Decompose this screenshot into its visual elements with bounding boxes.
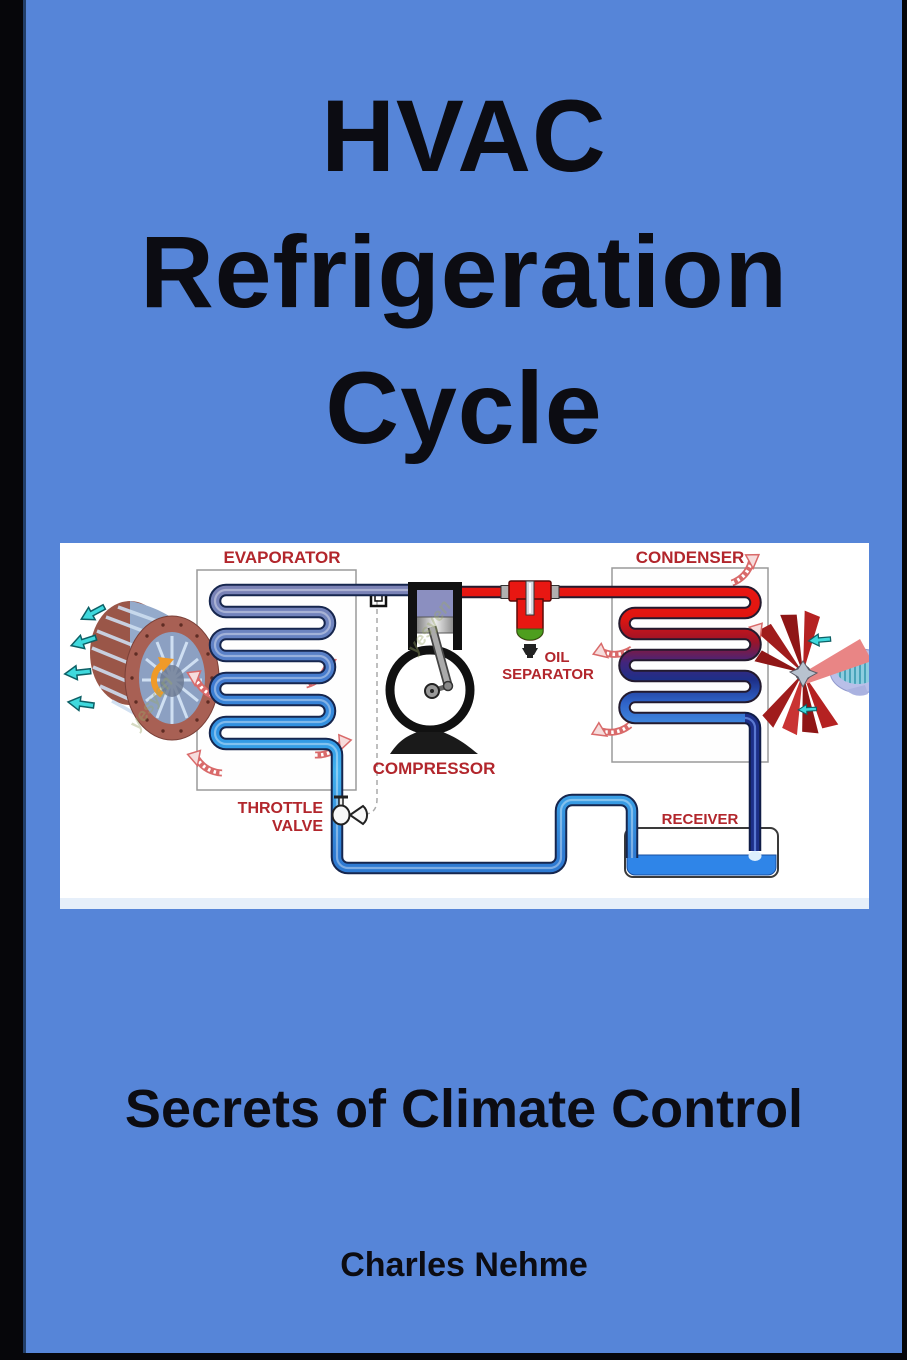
suction-line-fitting xyxy=(369,596,388,608)
book-title: HVAC Refrigeration Cycle xyxy=(26,68,902,476)
condenser-box xyxy=(611,567,769,763)
condenser-label: CONDENSER xyxy=(636,548,745,567)
fan-blades xyxy=(754,610,872,736)
oil-drain-valve xyxy=(522,644,538,658)
receiver-tank xyxy=(624,827,779,878)
left-spine-bar xyxy=(0,0,26,1360)
throttle-valve-label-2: VALVE xyxy=(272,818,323,835)
bottom-edge-bar xyxy=(0,1353,907,1360)
compressor xyxy=(385,582,478,754)
air-flow-arrow xyxy=(66,694,96,714)
panel-bottom-strip xyxy=(60,898,869,909)
diagram-svg: EVAPORATOR CONDENSER OIL SEPARATOR COMPR… xyxy=(60,548,891,909)
cover-content: HVAC Refrigeration Cycle Secrets of Clim… xyxy=(26,0,902,1360)
book-subtitle: Secrets of Climate Control xyxy=(124,1079,804,1139)
compressor-label: COMPRESSOR xyxy=(373,759,496,778)
blower-rim-bolts xyxy=(130,623,214,733)
oil-separator xyxy=(500,580,560,658)
title-line-3: Cycle xyxy=(325,351,603,465)
liquid-splash xyxy=(748,851,762,861)
throttle-valve-label-1: THROTTLE xyxy=(238,800,324,817)
evaporator-label: EVAPORATOR xyxy=(223,548,340,567)
compressor-base xyxy=(390,732,478,754)
throttle-valve xyxy=(331,795,369,826)
oil-separator-label-1: OIL xyxy=(545,649,570,666)
oil-sump-green xyxy=(516,628,544,641)
refrigeration-cycle-diagram: EVAPORATOR CONDENSER OIL SEPARATOR COMPR… xyxy=(60,543,891,909)
oil-separator-label-2: SEPARATOR xyxy=(502,666,594,683)
title-line-1: HVAC xyxy=(321,79,607,193)
title-line-2: Refrigeration xyxy=(140,215,788,329)
evaporator-coil-and-liquid-line xyxy=(208,583,639,875)
author-name: Charles Nehme xyxy=(340,1246,588,1284)
receiver-label: RECEIVER xyxy=(662,811,739,828)
condenser-fan xyxy=(754,610,891,736)
air-flow-arrow xyxy=(63,663,93,682)
evaporator-blower-fan xyxy=(63,600,220,741)
right-edge-bar xyxy=(902,0,907,1360)
control-dashed-line xyxy=(365,600,378,815)
condenser-coil xyxy=(456,585,762,851)
receiver-liquid xyxy=(626,854,777,876)
